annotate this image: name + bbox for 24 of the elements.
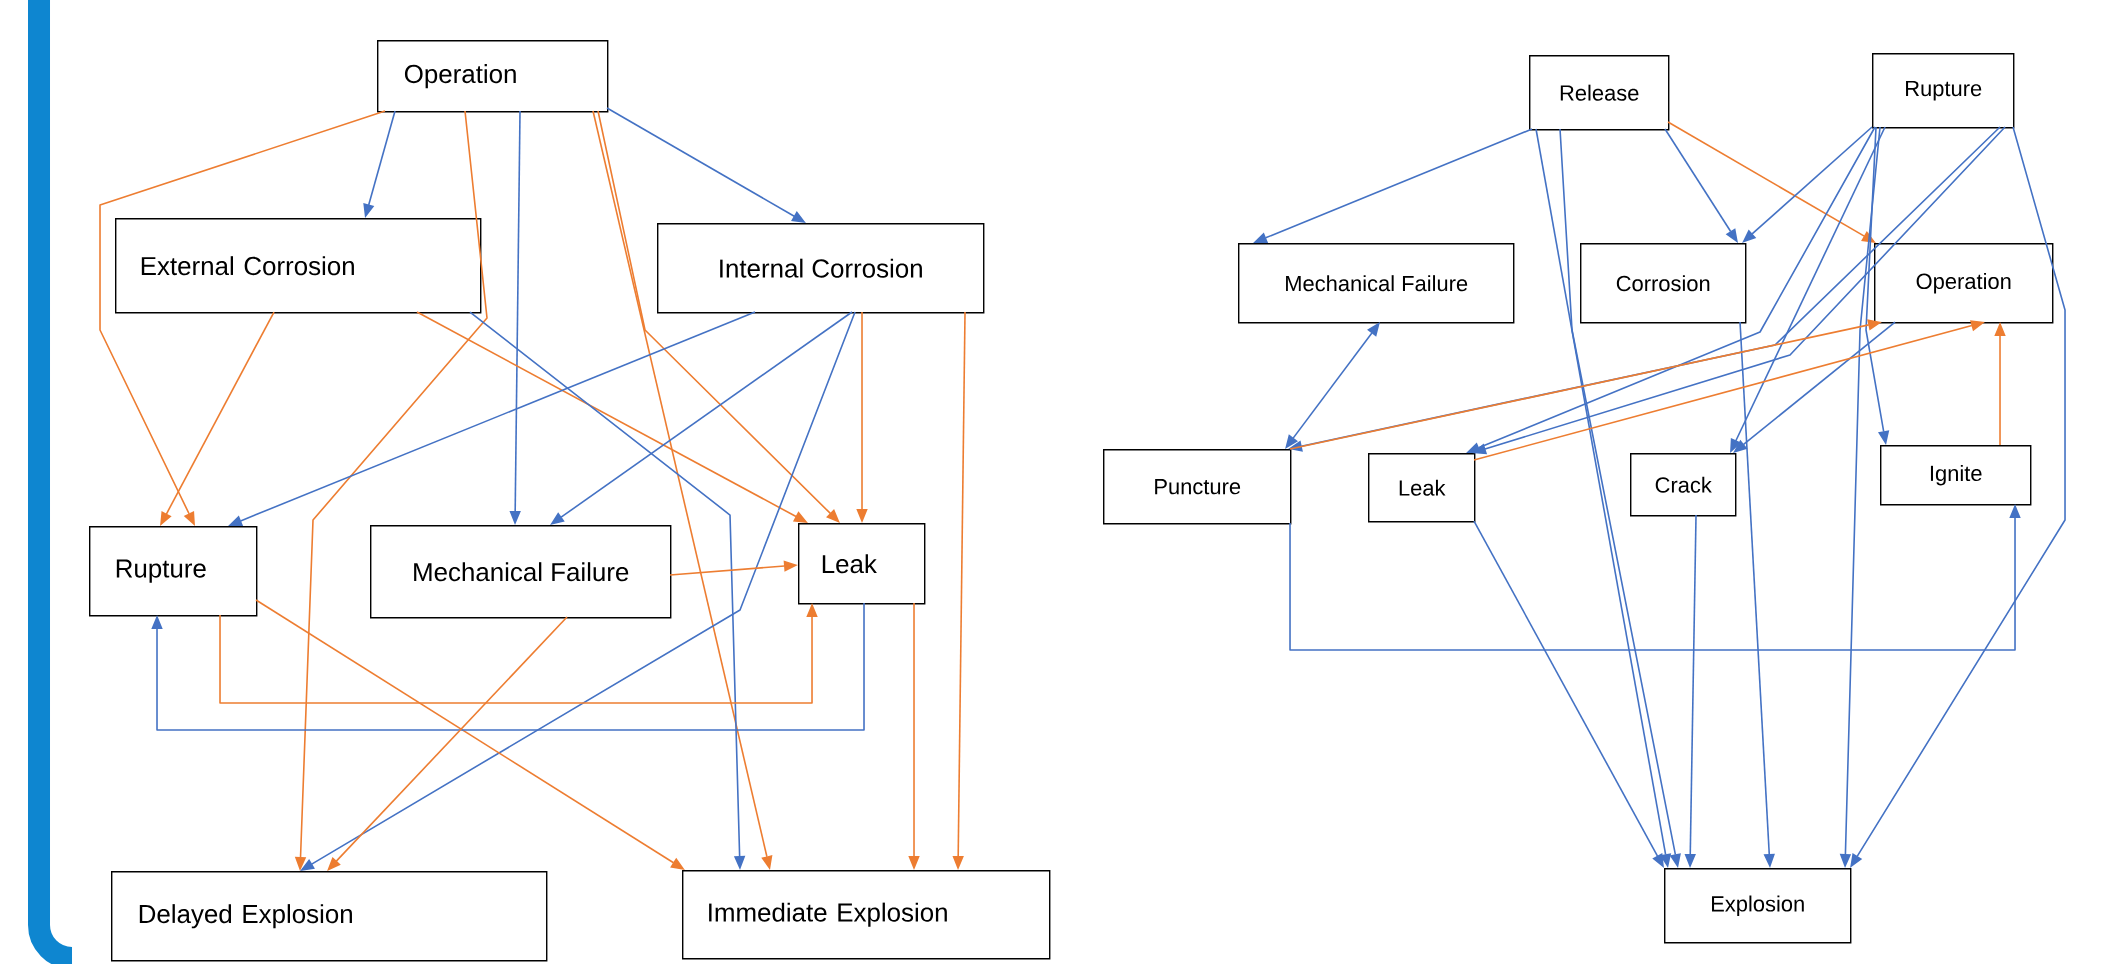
process-box: Delayed Explosion [111, 871, 548, 962]
process-box: Leak [798, 523, 926, 605]
arrow [327, 616, 568, 871]
process-box: Release [1529, 55, 1670, 131]
arrow [597, 110, 840, 523]
process-box: Rupture [89, 526, 258, 617]
process-box: Immediate Explosion [682, 870, 1051, 960]
process-box: Explosion [1664, 868, 1852, 944]
arrow [1285, 322, 1380, 449]
process-box: Mechanical Failure [370, 525, 672, 619]
arrow [1742, 126, 1873, 243]
process-box: Operation [377, 40, 609, 113]
process-box: Leak [1368, 453, 1476, 523]
process-box: External Corrosion [115, 218, 482, 314]
process-box: Ignite [1880, 445, 2032, 506]
process-box: Corrosion [1580, 243, 1747, 324]
process-box: Puncture [1103, 449, 1292, 525]
process-box: Crack [1630, 453, 1737, 517]
process-box: Rupture [1872, 53, 2015, 129]
arrow [1733, 321, 1896, 453]
process-box: Internal Corrosion [657, 223, 985, 314]
arrow [151, 602, 865, 731]
process-box: Operation [1874, 243, 2054, 324]
process-box: Mechanical Failure [1238, 243, 1515, 324]
